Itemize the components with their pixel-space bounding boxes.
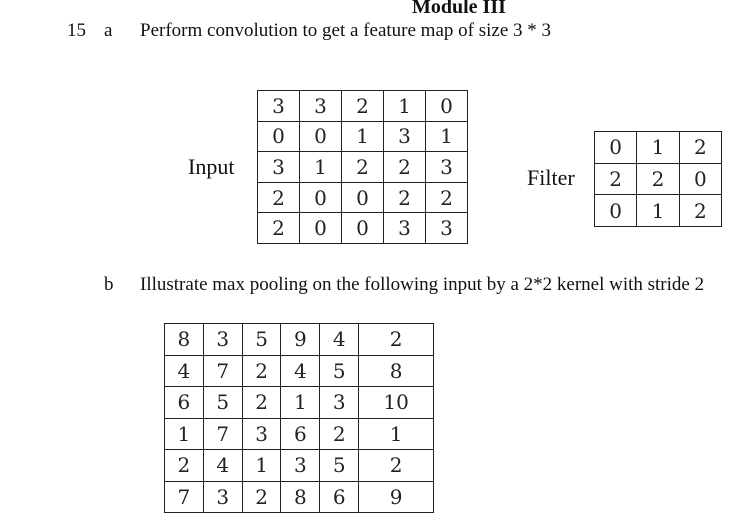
matrix-cell: 9 [358,480,434,513]
matrix-cell: 2 [358,449,434,482]
matrix-cell: 8 [280,480,321,513]
matrix-cell: 2 [241,480,282,513]
matrix-cell: 3 [257,151,300,183]
matrix-cell: 0 [299,181,342,214]
filter-matrix-label: Filter [527,165,575,190]
matrix-cell: 2 [358,323,434,356]
matrix-cell: 5 [241,323,282,356]
matrix-cell: 7 [202,417,243,450]
matrix-cell: 1 [636,131,680,164]
matrix-cell: 2 [241,354,282,387]
matrix-cell: 6 [319,480,360,513]
matrix-cell: 3 [257,90,300,122]
matrix-cell: 1 [341,120,384,153]
matrix-cell: 3 [319,386,360,419]
matrix-cell: 2 [383,181,426,214]
matrix-cell: 1 [280,386,321,419]
matrix-cell: 3 [425,212,468,244]
matrix-cell: 5 [319,354,360,387]
matrix-cell: 3 [241,417,282,450]
matrix-cell: 5 [202,386,243,419]
matrix-cell: 9 [280,323,321,356]
matrix-cell: 3 [383,212,426,244]
matrix-cell: 2 [593,162,638,196]
matrix-cell: 0 [341,181,384,214]
matrix-cell: 3 [202,480,243,513]
matrix-cell: 3 [280,449,321,482]
matrix-cell: 0 [299,212,342,244]
matrix-cell: 0 [257,120,300,153]
matrix-cell: 0 [593,194,638,227]
matrix-cell: 2 [341,90,384,122]
matrix-cell: 3 [299,90,342,122]
matrix-cell: 4 [202,449,243,482]
matrix-cell: 3 [202,323,243,356]
matrix-cell: 0 [425,90,468,122]
input-matrix-label: Input [188,154,235,179]
matrix-cell: 2 [678,131,723,164]
matrix-cell: 8 [164,323,204,356]
matrix-cell: 0 [299,120,342,153]
matrix-cell: 1 [241,449,282,482]
matrix-cell: 6 [164,386,204,419]
matrix-cell: 7 [202,354,243,387]
matrix-cell: 3 [425,151,468,183]
matrix-cell: 3 [383,120,426,153]
matrix-cell: 2 [241,386,282,419]
matrix-cell: 2 [257,181,300,214]
part-a-label: a [104,20,113,41]
matrix-cell: 1 [636,194,680,227]
matrix-cell: 1 [164,417,204,450]
matrix-cell: 2 [383,151,426,183]
matrix-cell: 0 [341,212,384,244]
matrix-cell: 1 [425,120,468,153]
matrix-cell: 2 [319,417,360,450]
matrix-cell: 1 [299,151,342,183]
matrix-cell: 7 [164,480,204,513]
matrix-cell: 4 [164,354,204,387]
part-b-question-text: Illustrate max pooling on the following … [140,274,705,295]
module-title: Module III [412,0,506,18]
matrix-cell: 2 [678,194,723,227]
matrix-cell: 4 [319,323,360,356]
matrix-cell: 2 [425,181,468,214]
part-b-label: b [104,274,114,295]
matrix-cell: 6 [280,417,321,450]
matrix-cell: 2 [164,449,204,482]
question-number: 15 [67,20,86,41]
matrix-cell: 8 [358,354,434,387]
matrix-cell: 1 [358,417,434,450]
matrix-cell: 5 [319,449,360,482]
matrix-cell: 0 [593,131,638,164]
matrix-cell: 2 [341,151,384,183]
part-a-question-text: Perform convolution to get a feature map… [140,20,552,41]
matrix-cell: 4 [280,354,321,387]
matrix-cell: 0 [678,162,723,196]
matrix-cell: 10 [358,386,434,419]
matrix-cell: 2 [636,162,680,196]
matrix-cell: 1 [383,90,426,122]
matrix-cell: 2 [257,212,300,244]
